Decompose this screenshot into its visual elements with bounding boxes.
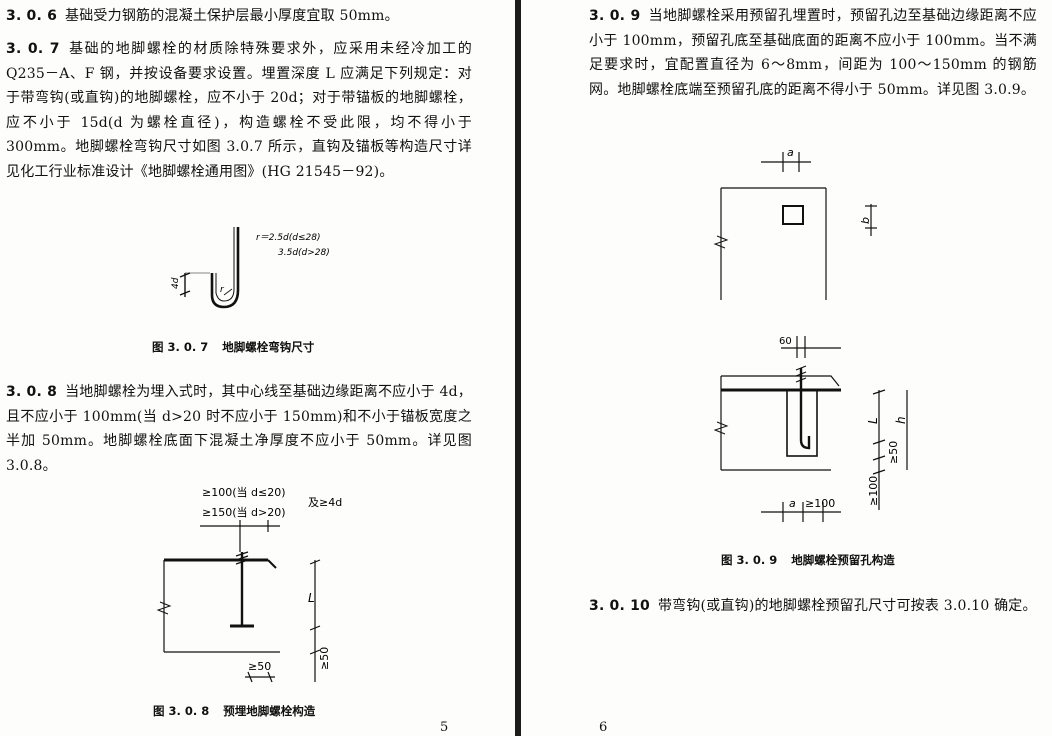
- figure-caption-3-0-9: 图 3. 0. 9 地脚螺栓预留孔构造: [721, 552, 909, 568]
- paragraph-3-0-10: 3. 0. 10 带弯钩(或直钩)的地脚螺栓预留孔尺寸可按表 3.0.10 确定。: [589, 594, 1037, 619]
- dim-b: b: [859, 217, 872, 224]
- caption-text: 地脚螺栓预留孔构造: [791, 553, 895, 567]
- dim-a-top: a: [787, 146, 794, 159]
- caption-number: 图 3. 0. 8: [153, 704, 210, 718]
- clause-text: 基础受力钢筋的混凝土保护层最小厚度宜取 50mm。: [65, 8, 399, 24]
- caption-text: 地脚螺栓弯钩尺寸: [222, 340, 315, 354]
- r-formula: r＝2.5d(d≤28): [256, 233, 320, 243]
- left-page: 3. 0. 6 基础受力钢筋的混凝土保护层最小厚度宜取 50mm。 3. 0. 7…: [0, 0, 515, 736]
- clause-number: 3. 0. 7: [6, 41, 60, 57]
- clause-number: 3. 0. 8: [6, 384, 58, 400]
- label-r: r: [220, 285, 225, 295]
- dim-L: L: [308, 591, 315, 605]
- clause-text: 带弯钩(或直钩)的地脚螺栓预留孔尺寸可按表 3.0.10 确定。: [657, 598, 1037, 614]
- figure-caption-3-0-8: 图 3. 0. 8 预埋地脚螺栓构造: [153, 703, 329, 719]
- dim-50: ≥50: [887, 441, 900, 464]
- dim-50-horizontal: ≥50: [248, 660, 271, 673]
- figure-caption-3-0-7: 图 3. 0. 7 地脚螺栓弯钩尺寸: [152, 339, 328, 355]
- clause-number: 3. 0. 6: [6, 8, 58, 24]
- clause-number: 3. 0. 9: [589, 8, 641, 24]
- page-number-left: 5: [440, 720, 449, 735]
- r-formula-2: 3.5d(d>28): [278, 248, 330, 258]
- dim-a-bottom: a: [789, 497, 796, 510]
- dim-top-1: ≥100(当 d≤20): [202, 485, 286, 499]
- dim-L: L: [866, 417, 880, 424]
- caption-text: 预埋地脚螺栓构造: [223, 704, 316, 718]
- clause-number: 3. 0. 10: [589, 598, 650, 614]
- figure-3-0-7: 4d r r＝2.5d(d≤28) 3.5d(d>28): [171, 227, 330, 309]
- page-number-right: 6: [599, 720, 608, 735]
- dim-100-vertical: ≥100: [867, 476, 880, 506]
- clause-text: 当地脚螺栓采用预留孔埋置时，预留孔边至基础边缘距离不应小于 100mm，预留孔底…: [589, 8, 1037, 98]
- figure-3-0-8: ≥100(当 d≤20) ≥150(当 d>20) 及≥4d: [156, 485, 342, 683]
- dim-top-2: ≥150(当 d>20): [202, 505, 286, 519]
- dim-top-3: 及≥4d: [308, 496, 342, 509]
- paragraph-3-0-6: 3. 0. 6 基础受力钢筋的混凝土保护层最小厚度宜取 50mm。: [6, 4, 496, 29]
- figure-3-0-9: a b 60 L h ≥50 ≥100 a ≥100: [713, 146, 908, 522]
- book-gutter: [515, 0, 521, 736]
- dim-h: h: [894, 416, 908, 424]
- clause-text: 当地脚螺栓为埋入式时，其中心线至基础边缘距离不应小于 4d，且不应小于 100m…: [6, 384, 472, 474]
- dim-50-vertical: ≥50: [318, 647, 331, 670]
- dim-100-horizontal: ≥100: [805, 497, 835, 510]
- dim-60: 60: [779, 336, 792, 347]
- caption-number: 图 3. 0. 7: [152, 340, 209, 354]
- caption-number: 图 3. 0. 9: [721, 553, 778, 567]
- dim-4d: 4d: [171, 277, 181, 289]
- clause-text: 基础的地脚螺栓的材质除特殊要求外，应采用未经冷加工的 Q235－A、F 钢，并按…: [6, 41, 472, 180]
